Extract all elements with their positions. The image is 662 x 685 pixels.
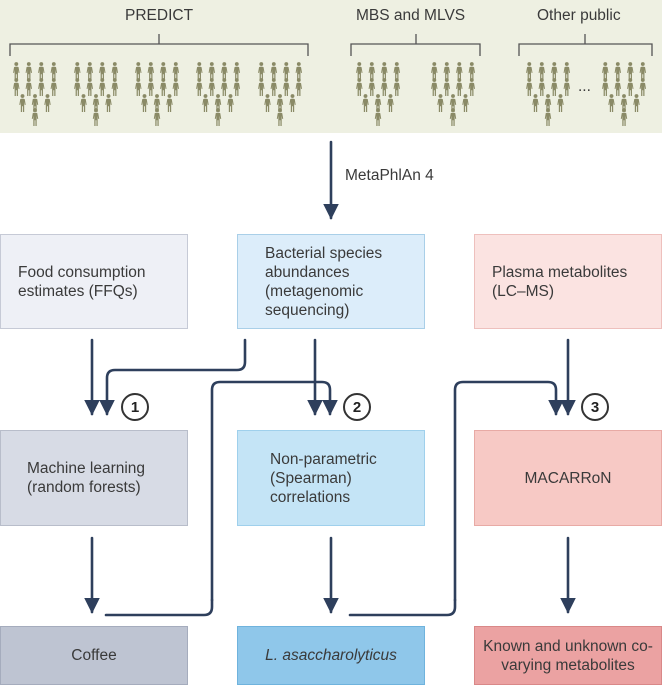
food-to-spearman-arrow bbox=[210, 380, 338, 602]
macarron-text: MACARRoN bbox=[524, 469, 612, 487]
metaphlan-label: MetaPhlAn 4 bbox=[345, 167, 434, 184]
cohort-panel bbox=[0, 0, 662, 133]
machine-learning-text: Machine learning (random forests) bbox=[27, 460, 146, 496]
predict-label: PREDICT bbox=[125, 7, 194, 24]
ellipsis-label: ... bbox=[578, 78, 591, 95]
spearman-box: Non-parametric (Spearman) correlations bbox=[237, 430, 425, 526]
bacterial-to-ml-arrow bbox=[99, 338, 247, 416]
plasma-metabolites-text: Plasma metabolites (LC–MS) bbox=[492, 263, 628, 300]
step-3-badge: 3 bbox=[581, 393, 609, 421]
macarron-box: MACARRoN bbox=[474, 430, 662, 526]
bacterial-abundance-box: Bacterial species abundances (metagenomi… bbox=[237, 234, 425, 329]
bacterial-abundance-text: Bacterial species abundances (metagenomi… bbox=[265, 244, 383, 319]
arrows bbox=[84, 140, 576, 617]
metabolites-box: Known and unknown co-varying metabolites bbox=[474, 626, 662, 685]
other-public-bracket bbox=[518, 34, 653, 56]
spearman-text: Non-parametric (Spearman) correlations bbox=[270, 450, 377, 506]
bacterial-to-macarron-arrow bbox=[453, 380, 564, 602]
mbs-mlvs-bracket bbox=[350, 34, 481, 56]
species-box: L. asaccharolyticus bbox=[237, 626, 425, 685]
machine-learning-box: Machine learning (random forests) bbox=[0, 430, 188, 526]
cohort-brackets bbox=[9, 34, 653, 56]
food-consumption-box: Food consumption estimates (FFQs) bbox=[0, 234, 188, 329]
step-1-badge: 1 bbox=[121, 393, 149, 421]
coffee-text: Coffee bbox=[71, 647, 117, 664]
metabolites-text: Known and unknown co-varying metabolites bbox=[483, 637, 653, 674]
mbs-mlvs-label: MBS and MLVS bbox=[356, 7, 466, 24]
food-consumption-text: Food consumption estimates (FFQs) bbox=[18, 263, 146, 300]
coffee-connector-line bbox=[104, 598, 214, 617]
coffee-box: Coffee bbox=[0, 626, 188, 685]
plasma-metabolites-box: Plasma metabolites (LC–MS) bbox=[474, 234, 662, 329]
other-public-label: Other public bbox=[537, 7, 621, 24]
species-connector-line bbox=[348, 598, 457, 617]
step-2-badge: 2 bbox=[343, 393, 371, 421]
species-text: L. asaccharolyticus bbox=[265, 647, 397, 664]
predict-bracket bbox=[9, 34, 309, 56]
